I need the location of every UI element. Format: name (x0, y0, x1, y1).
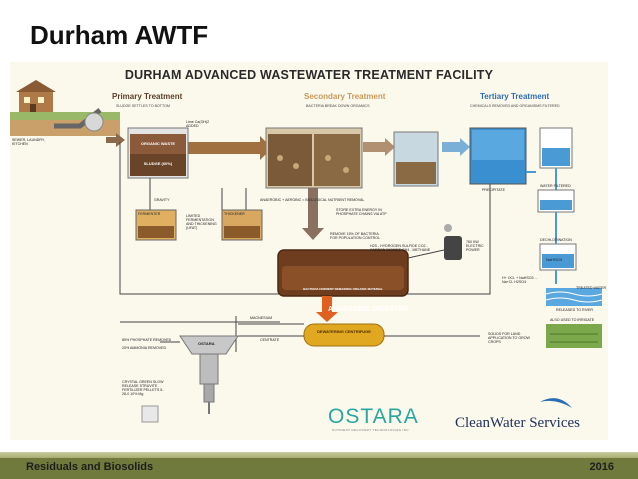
ammonia-removed-label: 20% AMMONIA REMOVED (122, 346, 167, 350)
ostara-reactor (179, 335, 239, 355)
lime-label: Lime Ca(OH)2 ADDED (186, 120, 210, 129)
tertiary-treatment-subtitle: CHEMICALS REMOVED AND ORGANISMS FILTERED (470, 104, 560, 108)
footer-bar: Residuals and Biosolids 2016 (0, 458, 638, 479)
house-icon (16, 80, 56, 112)
diagram-title: DURHAM ADVANCED WASTEWATER TREATMENT FAC… (124, 68, 494, 82)
river (546, 288, 602, 306)
tertiary-treatment-title: Tertiary Treatment (480, 92, 550, 101)
gases-label: H2S - HYDROGEN SULFIDE CO2 - CARBON DIOX… (370, 244, 431, 253)
treated-water-label: TREATED WATER (576, 286, 607, 290)
footer-left-text: Residuals and Biosolids (26, 461, 154, 473)
cleanwater-services-logo: CleanWater Services (455, 415, 580, 432)
flow-arrow-1 (188, 142, 260, 154)
dechlorination-label: DECHLORINATION (540, 238, 572, 242)
grinder-icon (84, 112, 104, 132)
diagram-graphics (10, 80, 603, 423)
ostara-unit-label: OSTARA (198, 341, 215, 346)
secondary-treatment-subtitle: BACTERIA BREAK DOWN ORGANICS (306, 104, 370, 108)
sewer-label: SEWER, LAUNDRY, KITCHEN (12, 138, 45, 147)
irrigate-label: ALSO USED TO IRRIGATE (550, 318, 595, 322)
solids-label: SOLIDS FOR LAND APPLICATION TO GROW CROP… (488, 332, 530, 345)
secondary-treatment-title: Secondary Treatment (304, 92, 386, 101)
treatment-diagram: DURHAM ADVANCED WASTEWATER TREATMENT FAC… (10, 62, 608, 440)
cleanwater-logo-clean: Clean (455, 415, 490, 431)
cleanwater-swoosh-icon (540, 398, 572, 408)
centrate-label: CENTRATE (260, 338, 280, 342)
gravity-label: GRAVITY (154, 198, 170, 202)
power-label: 760 KW ELECTRIC POWER (466, 240, 484, 253)
ostara-tagline: NUTRIENT RECOVERY TECHNOLOGIES INC (332, 428, 409, 432)
organic-waste-label: ORGANIC WASTE (140, 141, 176, 146)
sludge-label: SLUDGE (60%) (143, 161, 173, 166)
water-filtered-label: WATER FILTERED (540, 184, 571, 188)
thickener-label: THICKENER (224, 212, 245, 216)
slide-title: Durham AWTF (30, 20, 209, 50)
cleanwater-logo-services: Services (529, 415, 581, 431)
bnr-label: ANAEROBIC + AEROBIC = BIOLOGICAL NUTRIEN… (260, 198, 365, 202)
irrigation-field (546, 324, 602, 348)
footer-year: 2016 (589, 461, 614, 473)
dewatering-centrifuge (303, 323, 385, 347)
phosphate-label: STORE EXTRA ENERGY IN PHOSPHATE CHAINS V… (336, 208, 387, 217)
anaerobic-digester-label: ANAEROBIC DIGESTER (328, 306, 409, 313)
fertilizer-bag (141, 405, 159, 423)
fermenter-label: FERMENTER (138, 212, 161, 216)
magnesium-label: MAGNESIUM (250, 316, 273, 320)
chemical-equation-label: H+ OCl- + NaHSO3 ... Na+Cl- H2SO4 (502, 276, 538, 285)
footer-stripe (0, 452, 638, 458)
precipitate-label: PRECIPITATE (482, 188, 506, 192)
ostara-logo: OSTARA (328, 405, 419, 428)
crystal-green-label: CRYSTAL GREEN SLOW RELEASE STRUVITE FERT… (122, 380, 164, 397)
digester-note: BACTERIA FERMENT REMAINING ORGANIC MATER… (303, 287, 383, 291)
cleanwater-logo-water: Water (490, 415, 526, 431)
primary-treatment-title: Primary Treatment (112, 92, 183, 101)
phosphorus-removed-label: 85% PHOSPHATE REMOVED (122, 338, 172, 342)
released-label: RELEASED TO RIVER (556, 308, 594, 312)
primary-treatment-subtitle: SLUDGE SETTLES TO BOTTOM (116, 104, 170, 108)
fermentation-label: LIMITED FERMENTATION AND THICKENING (UFA… (186, 214, 217, 231)
generator-icon (444, 236, 462, 260)
remove-bacteria-label: REMOVE 15% OF BACTERIA FOR POPULATION CO… (330, 232, 381, 241)
sodium-label: NaHSO3 (546, 257, 563, 262)
dewatering-label: DEWATERING CENTRIFUGE (317, 329, 371, 334)
